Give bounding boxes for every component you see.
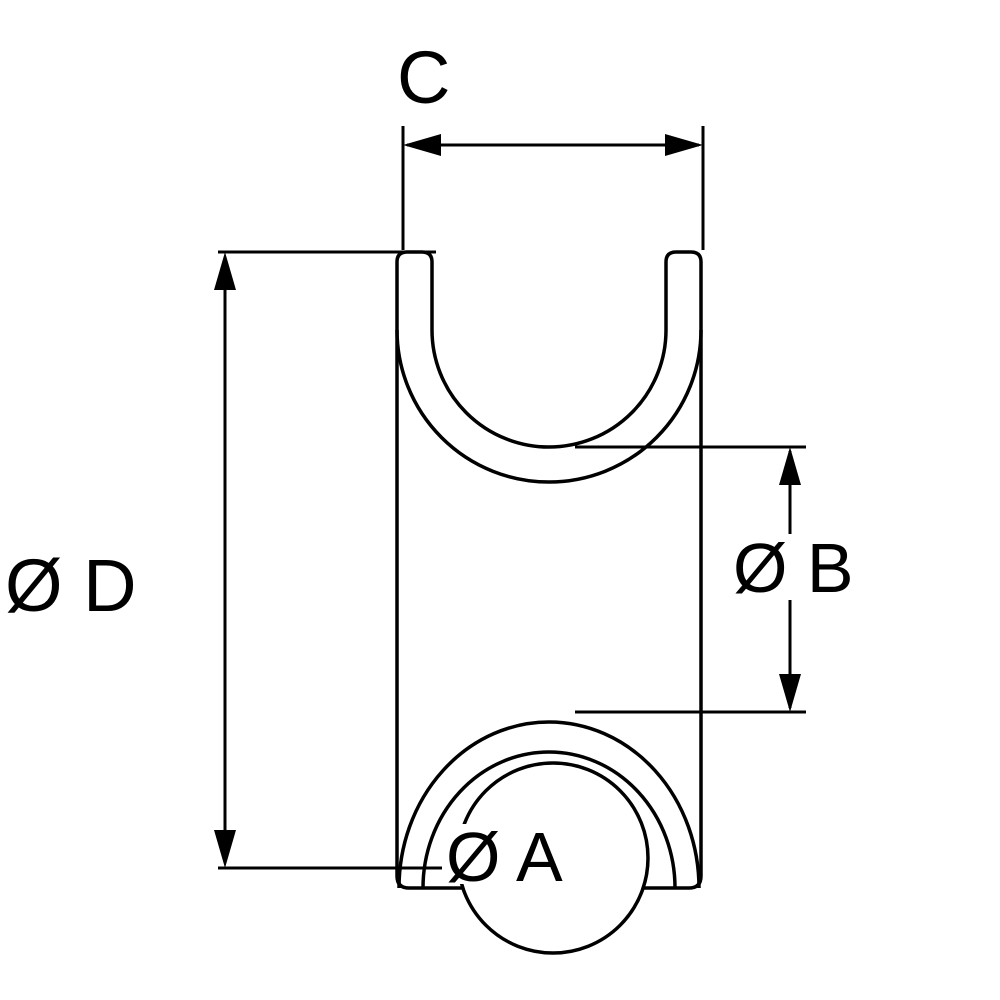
dim-b-label: Ø B bbox=[733, 529, 854, 607]
top-groove-outline bbox=[395, 250, 703, 484]
dim-c-arrowhead-left-icon bbox=[403, 134, 441, 156]
dim-d-arrowhead-down-icon bbox=[214, 830, 236, 868]
dimension-a: Ø A bbox=[444, 818, 574, 896]
dim-d-label: Ø D bbox=[5, 544, 137, 627]
bottom-arch-outer bbox=[397, 720, 701, 889]
dimension-d: Ø D bbox=[5, 250, 442, 870]
bottom-arch-inner bbox=[421, 750, 677, 889]
dim-b-arrowhead-up-icon bbox=[779, 447, 801, 485]
dim-c-arrowhead-right-icon bbox=[665, 134, 703, 156]
dim-d-arrowhead-up-icon bbox=[214, 252, 236, 290]
dimension-b: Ø B bbox=[575, 445, 854, 714]
dim-a-label-backing bbox=[444, 824, 574, 884]
dim-b-label-backing bbox=[724, 534, 852, 600]
dimension-c: C bbox=[397, 36, 705, 250]
dim-b-arrowhead-down-icon bbox=[779, 674, 801, 712]
dim-a-label: Ø A bbox=[446, 818, 563, 896]
dim-c-label: C bbox=[397, 36, 450, 119]
